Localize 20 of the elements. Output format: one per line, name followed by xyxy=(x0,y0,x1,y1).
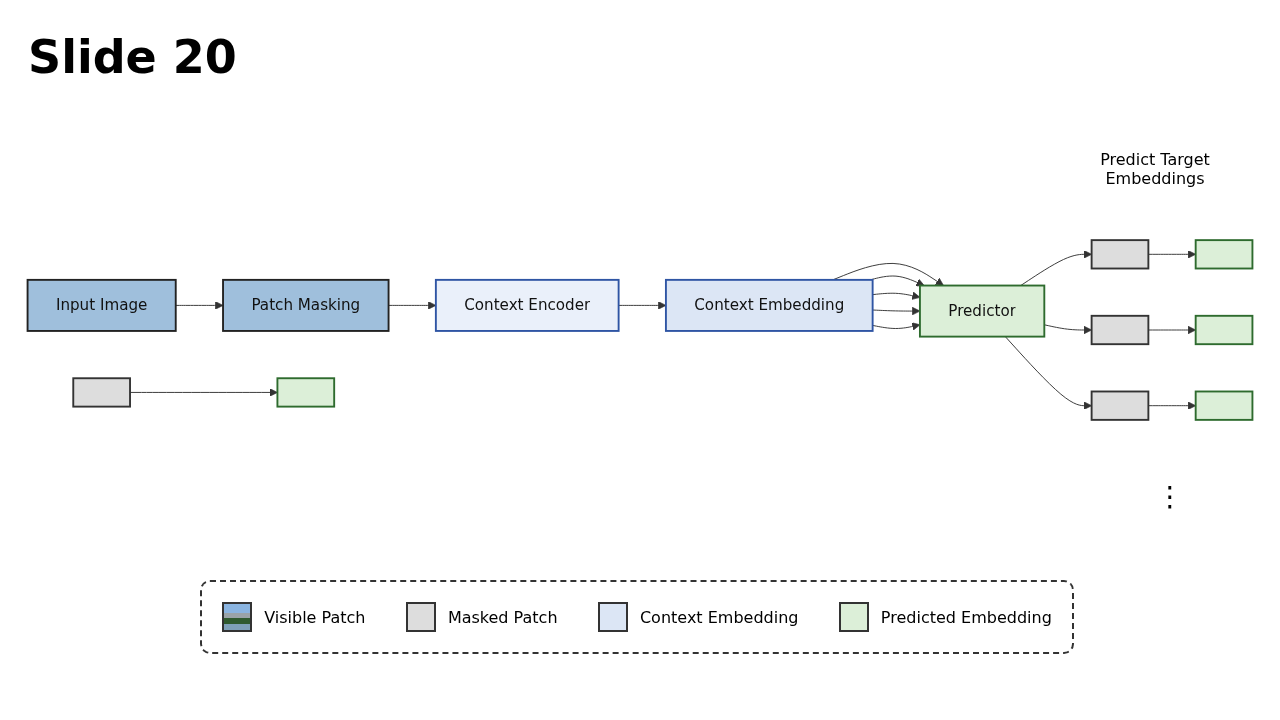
slide-title: Slide 20 xyxy=(28,30,237,84)
node-box: Context Encoder xyxy=(434,278,620,332)
node-box xyxy=(1090,390,1150,421)
legend-label: Predicted Embedding xyxy=(880,607,1052,627)
ellipsis-mark: ⋮ xyxy=(1155,480,1185,513)
node-box xyxy=(276,377,336,408)
node-box: Predictor xyxy=(919,284,1046,338)
node-box xyxy=(1194,314,1254,346)
node-box xyxy=(1090,314,1150,346)
legend-label: Masked Patch xyxy=(447,607,558,627)
node-box xyxy=(1194,239,1254,270)
node-box: Input Image xyxy=(26,278,177,332)
node-box: Context Embedding xyxy=(664,278,874,332)
legend-label: Context Embedding xyxy=(639,607,799,627)
node-box xyxy=(1194,390,1254,421)
node-box: Patch Masking xyxy=(222,278,390,332)
node-box xyxy=(1090,239,1150,270)
legend-label: Visible Patch xyxy=(264,607,366,627)
node-box xyxy=(72,377,131,408)
column-heading: Predict Target Embeddings xyxy=(1099,150,1211,188)
